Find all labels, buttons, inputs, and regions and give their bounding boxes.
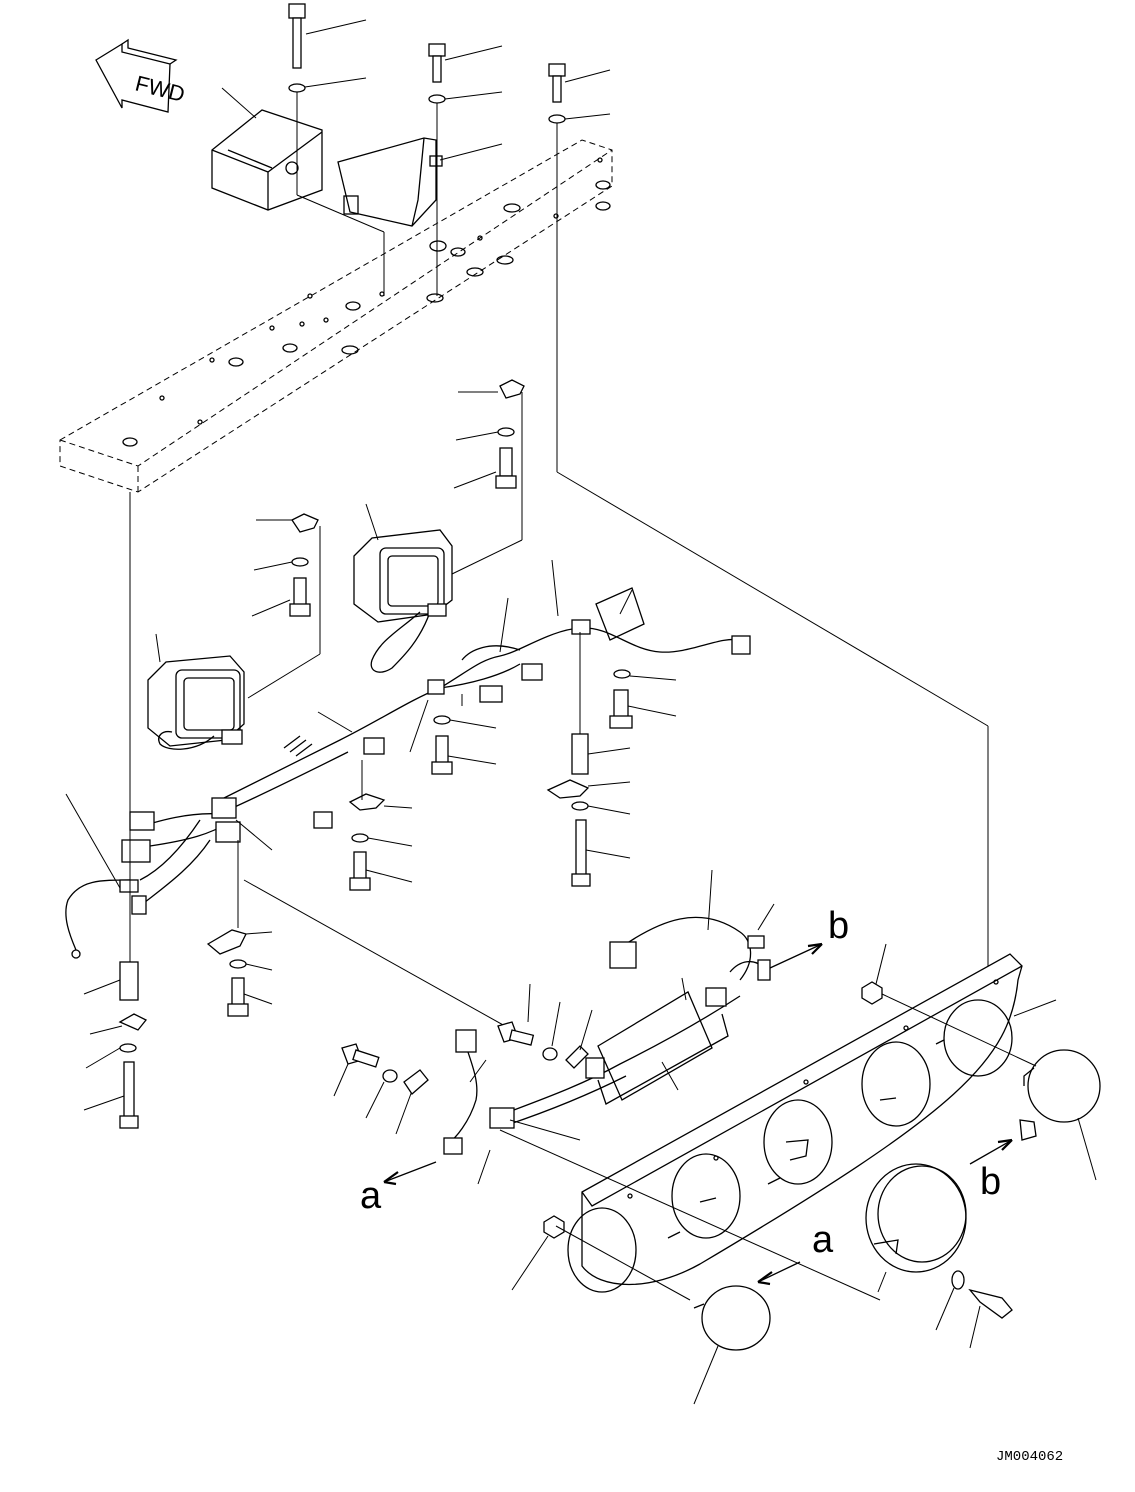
view-a-label-right: a — [812, 1219, 834, 1261]
cover-box — [211, 109, 323, 211]
large-lamp-housing — [865, 1163, 967, 1293]
fwd-label: FWD — [133, 71, 188, 107]
drawing-code: JM004062 — [996, 1449, 1063, 1465]
round-lamp-lower-left — [693, 1285, 771, 1405]
round-lamps — [511, 943, 1101, 1405]
view-arrows — [383, 942, 1013, 1286]
bent-bracket — [337, 137, 443, 227]
view-b-label-top: b — [828, 905, 849, 947]
wiring-harness-upper — [65, 559, 751, 959]
leader-lines-upper — [221, 19, 611, 161]
small-fasteners-panel — [511, 943, 1037, 1349]
mounting-plate — [59, 139, 613, 493]
top-bolts — [288, 3, 989, 968]
harness-fasteners-left — [83, 492, 273, 1129]
wiring-harness-lower — [243, 869, 881, 1301]
bolt-middle — [428, 43, 446, 104]
work-lamp-upper — [353, 529, 453, 673]
left-lamp-bracket-parts — [247, 513, 321, 699]
work-lamp-left — [147, 633, 245, 750]
lower-bolts — [333, 983, 593, 1119]
view-a-label-left: a — [360, 1175, 382, 1217]
harness-fasteners-right — [546, 632, 677, 887]
round-lamp-right — [1019, 1049, 1101, 1181]
lamp-panel — [567, 953, 1057, 1293]
bolt-right — [548, 63, 566, 124]
view-b-label-right: b — [980, 1161, 1001, 1203]
fwd-direction-arrow: FWD — [95, 38, 188, 113]
harness-fasteners-middle — [348, 694, 497, 891]
upper-lamp-bracket-parts — [365, 379, 525, 575]
bolt-long-left — [288, 3, 306, 93]
